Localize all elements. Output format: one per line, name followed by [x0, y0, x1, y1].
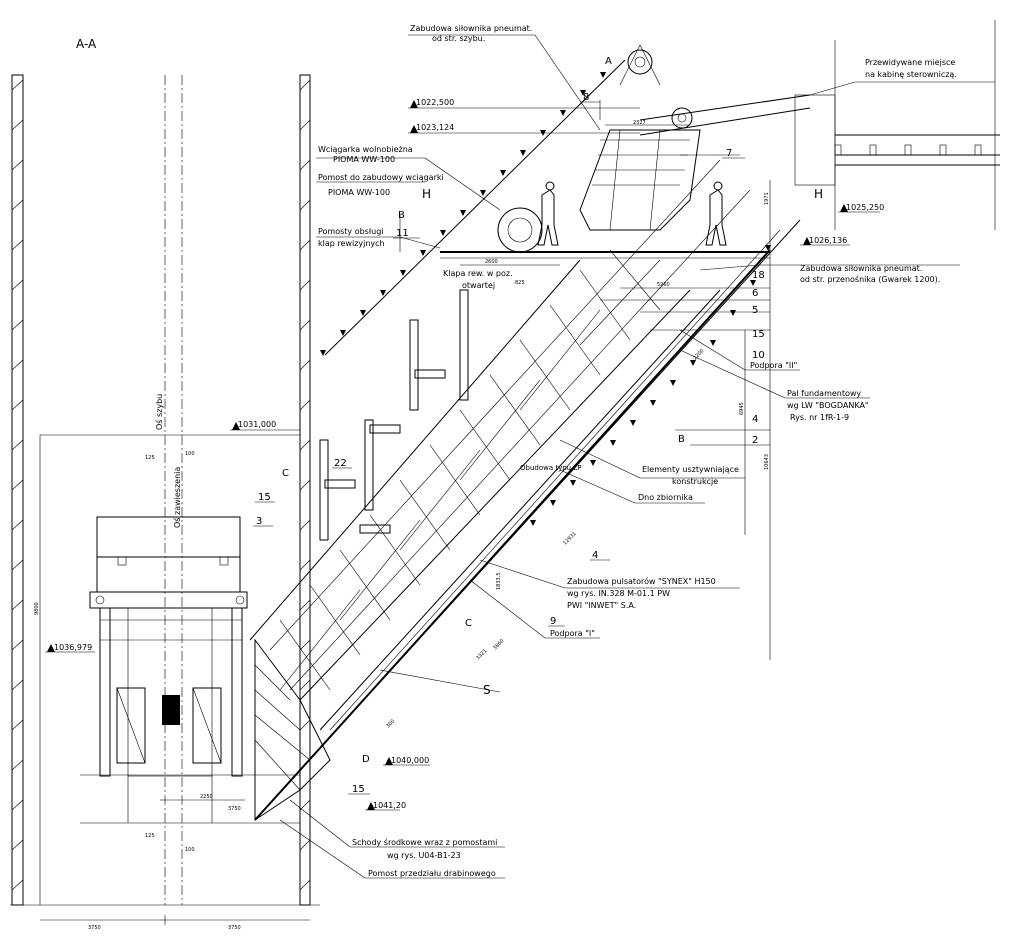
callout-inspection-flap-1: Klapa rew. w poz.: [443, 269, 513, 278]
level-1022-500: 1022,500: [416, 98, 454, 107]
callout-cladding: Obudowa typu ŁP: [520, 464, 582, 472]
callout-ladder-platform: Pomost przedziału drabinowego: [368, 869, 496, 878]
dim-6945: 6945: [739, 402, 745, 415]
callout-pulsators-2: wg rys. IN.328 M-01.1 PW: [567, 589, 670, 598]
dim-2200: 2200: [692, 348, 705, 361]
callout-support-ii: Podpora "II": [750, 361, 797, 370]
item-4-center: 4: [592, 550, 598, 561]
shaft-cage: [89, 516, 248, 823]
section-marker-c-bottom: C: [465, 618, 472, 629]
item-10: 10: [752, 350, 765, 361]
dim-5260: 5260: [657, 282, 670, 288]
dim-825: 825: [515, 280, 525, 286]
section-marker-b-top: B: [398, 210, 405, 221]
shaft-structure: [10, 74, 320, 906]
level-1025-250: 1025,250: [846, 203, 884, 212]
dim-100-bottom: 100: [185, 847, 195, 853]
callout-pulsators-3: PWI "INWET" S.A.: [567, 601, 636, 610]
item-3: 3: [256, 516, 262, 527]
item-4-right: 4: [752, 414, 758, 425]
item-15-top: 15: [752, 329, 765, 340]
callout-stairs-2: wg rys. U04-B1-23: [387, 851, 461, 860]
callout-foundation-pile-3: Rys. nr 1fR-1-9: [790, 413, 849, 422]
item-15-left: 15: [258, 492, 271, 503]
dim-12931: 12931: [562, 531, 577, 546]
bulkhead-hatch: [320, 72, 771, 526]
callout-pneumatic-shaft-1: Zabudowa siłownika pneumat.: [410, 24, 532, 33]
top-platform: [440, 44, 811, 259]
section-marker-d: D: [362, 754, 370, 765]
section-marker-s: S: [483, 683, 491, 697]
item-2: 2: [752, 435, 758, 446]
callout-winch-2: PIOMA WW-100: [333, 155, 395, 164]
section-title: A-A: [76, 37, 97, 51]
dim-3750-mid: 3750: [228, 806, 241, 812]
dim-1971: 1971: [764, 192, 770, 205]
callout-service-platforms-1: Pomosty obsługi: [318, 227, 384, 236]
callout-winch-platform-2: PIOMA WW-100: [328, 188, 390, 197]
callout-foundation-pile-2: wg LW "BOGDANKA": [787, 401, 869, 410]
level-1036-979: 1036,979: [54, 643, 92, 652]
dim-1833-5: 1833,5: [496, 573, 502, 591]
level-1040-000: 1040,000: [391, 756, 429, 765]
dim-3750-right: 3750: [228, 925, 241, 931]
section-marker-h-left: H: [422, 187, 431, 201]
callout-stiffening-1: Elementy usztywniające: [642, 465, 739, 474]
control-cabin-structure: [794, 20, 1000, 230]
item-7: 7: [726, 148, 732, 159]
item-6: 6: [752, 288, 758, 299]
dim-3860: 3860: [492, 638, 505, 651]
callout-pneumatic-shaft-2: od str. szybu.: [432, 34, 485, 43]
suspension-axis-label: Oś zawieszenia: [172, 467, 182, 528]
item-15-bottom: 15: [352, 784, 365, 795]
dim-9800: 9800: [34, 602, 40, 615]
callout-control-cabin-1: Przewidywane miejsce: [865, 58, 955, 67]
section-marker-b-bottom: B: [678, 434, 685, 445]
callout-control-cabin-2: na kabinę sterowniczą.: [865, 70, 957, 79]
callout-support-i: Podpora "I": [550, 629, 595, 638]
callout-winch-platform-1: Pomost do zabudowy wciągarki: [318, 173, 444, 182]
item-8: 8: [583, 92, 589, 103]
level-1026-136: 1026,136: [809, 236, 847, 245]
item-11: 11: [396, 228, 409, 239]
dim-10643: 10643: [764, 454, 770, 470]
callout-stiffening-2: konstrukcje: [672, 477, 718, 486]
item-18: 18: [752, 270, 765, 281]
dim-2327: 2327: [633, 120, 646, 126]
callout-pulsators-1: Zabudowa pulsatorów "SYNEX" H150: [567, 576, 716, 586]
callout-stairs-1: Schody środkowe wraz z pomostami: [352, 837, 497, 847]
level-1031-000: 1031,000: [238, 420, 276, 429]
dim-300: 300: [385, 718, 396, 729]
dim-125-top: 125: [145, 455, 155, 461]
item-22: 22: [334, 458, 347, 469]
callout-winch-1: Wciągarka wolnobieżna: [318, 145, 413, 154]
dim-100-top: 100: [185, 451, 195, 457]
item-5: 5: [752, 305, 758, 316]
level-1023-124: 1023,124: [416, 123, 454, 132]
leader-lines: [279, 34, 995, 879]
callout-pneumatic-conveyor-1: Zabudowa siłownika pneumat.: [800, 264, 922, 273]
callout-inspection-flap-2: otwartej: [462, 281, 495, 290]
callout-tank-bottom: Dno zbiornika: [638, 493, 693, 502]
dim-125-bottom: 125: [145, 833, 155, 839]
shaft-axis-label: Oś szybu: [154, 394, 164, 430]
callout-service-platforms-2: klap rewizyjnych: [318, 239, 385, 248]
dimension-lines: [40, 100, 880, 925]
section-marker-h-right: H: [814, 187, 823, 201]
dim-3321: 3321: [475, 648, 488, 661]
section-marker-a: A: [605, 56, 612, 67]
callout-pneumatic-conveyor-2: od str. przenośnika (Gwarek 1200).: [800, 274, 940, 284]
callout-foundation-pile-1: Pal fundamentowy: [787, 389, 861, 398]
dim-2600: 2600: [485, 259, 498, 265]
inclined-structure: [249, 59, 801, 821]
level-1041-20: 1041,20: [373, 801, 406, 810]
dim-3750-left: 3750: [88, 925, 101, 931]
dim-2250: 2250: [200, 794, 213, 800]
item-9: 9: [550, 616, 556, 627]
section-marker-c-left: C: [282, 468, 289, 479]
